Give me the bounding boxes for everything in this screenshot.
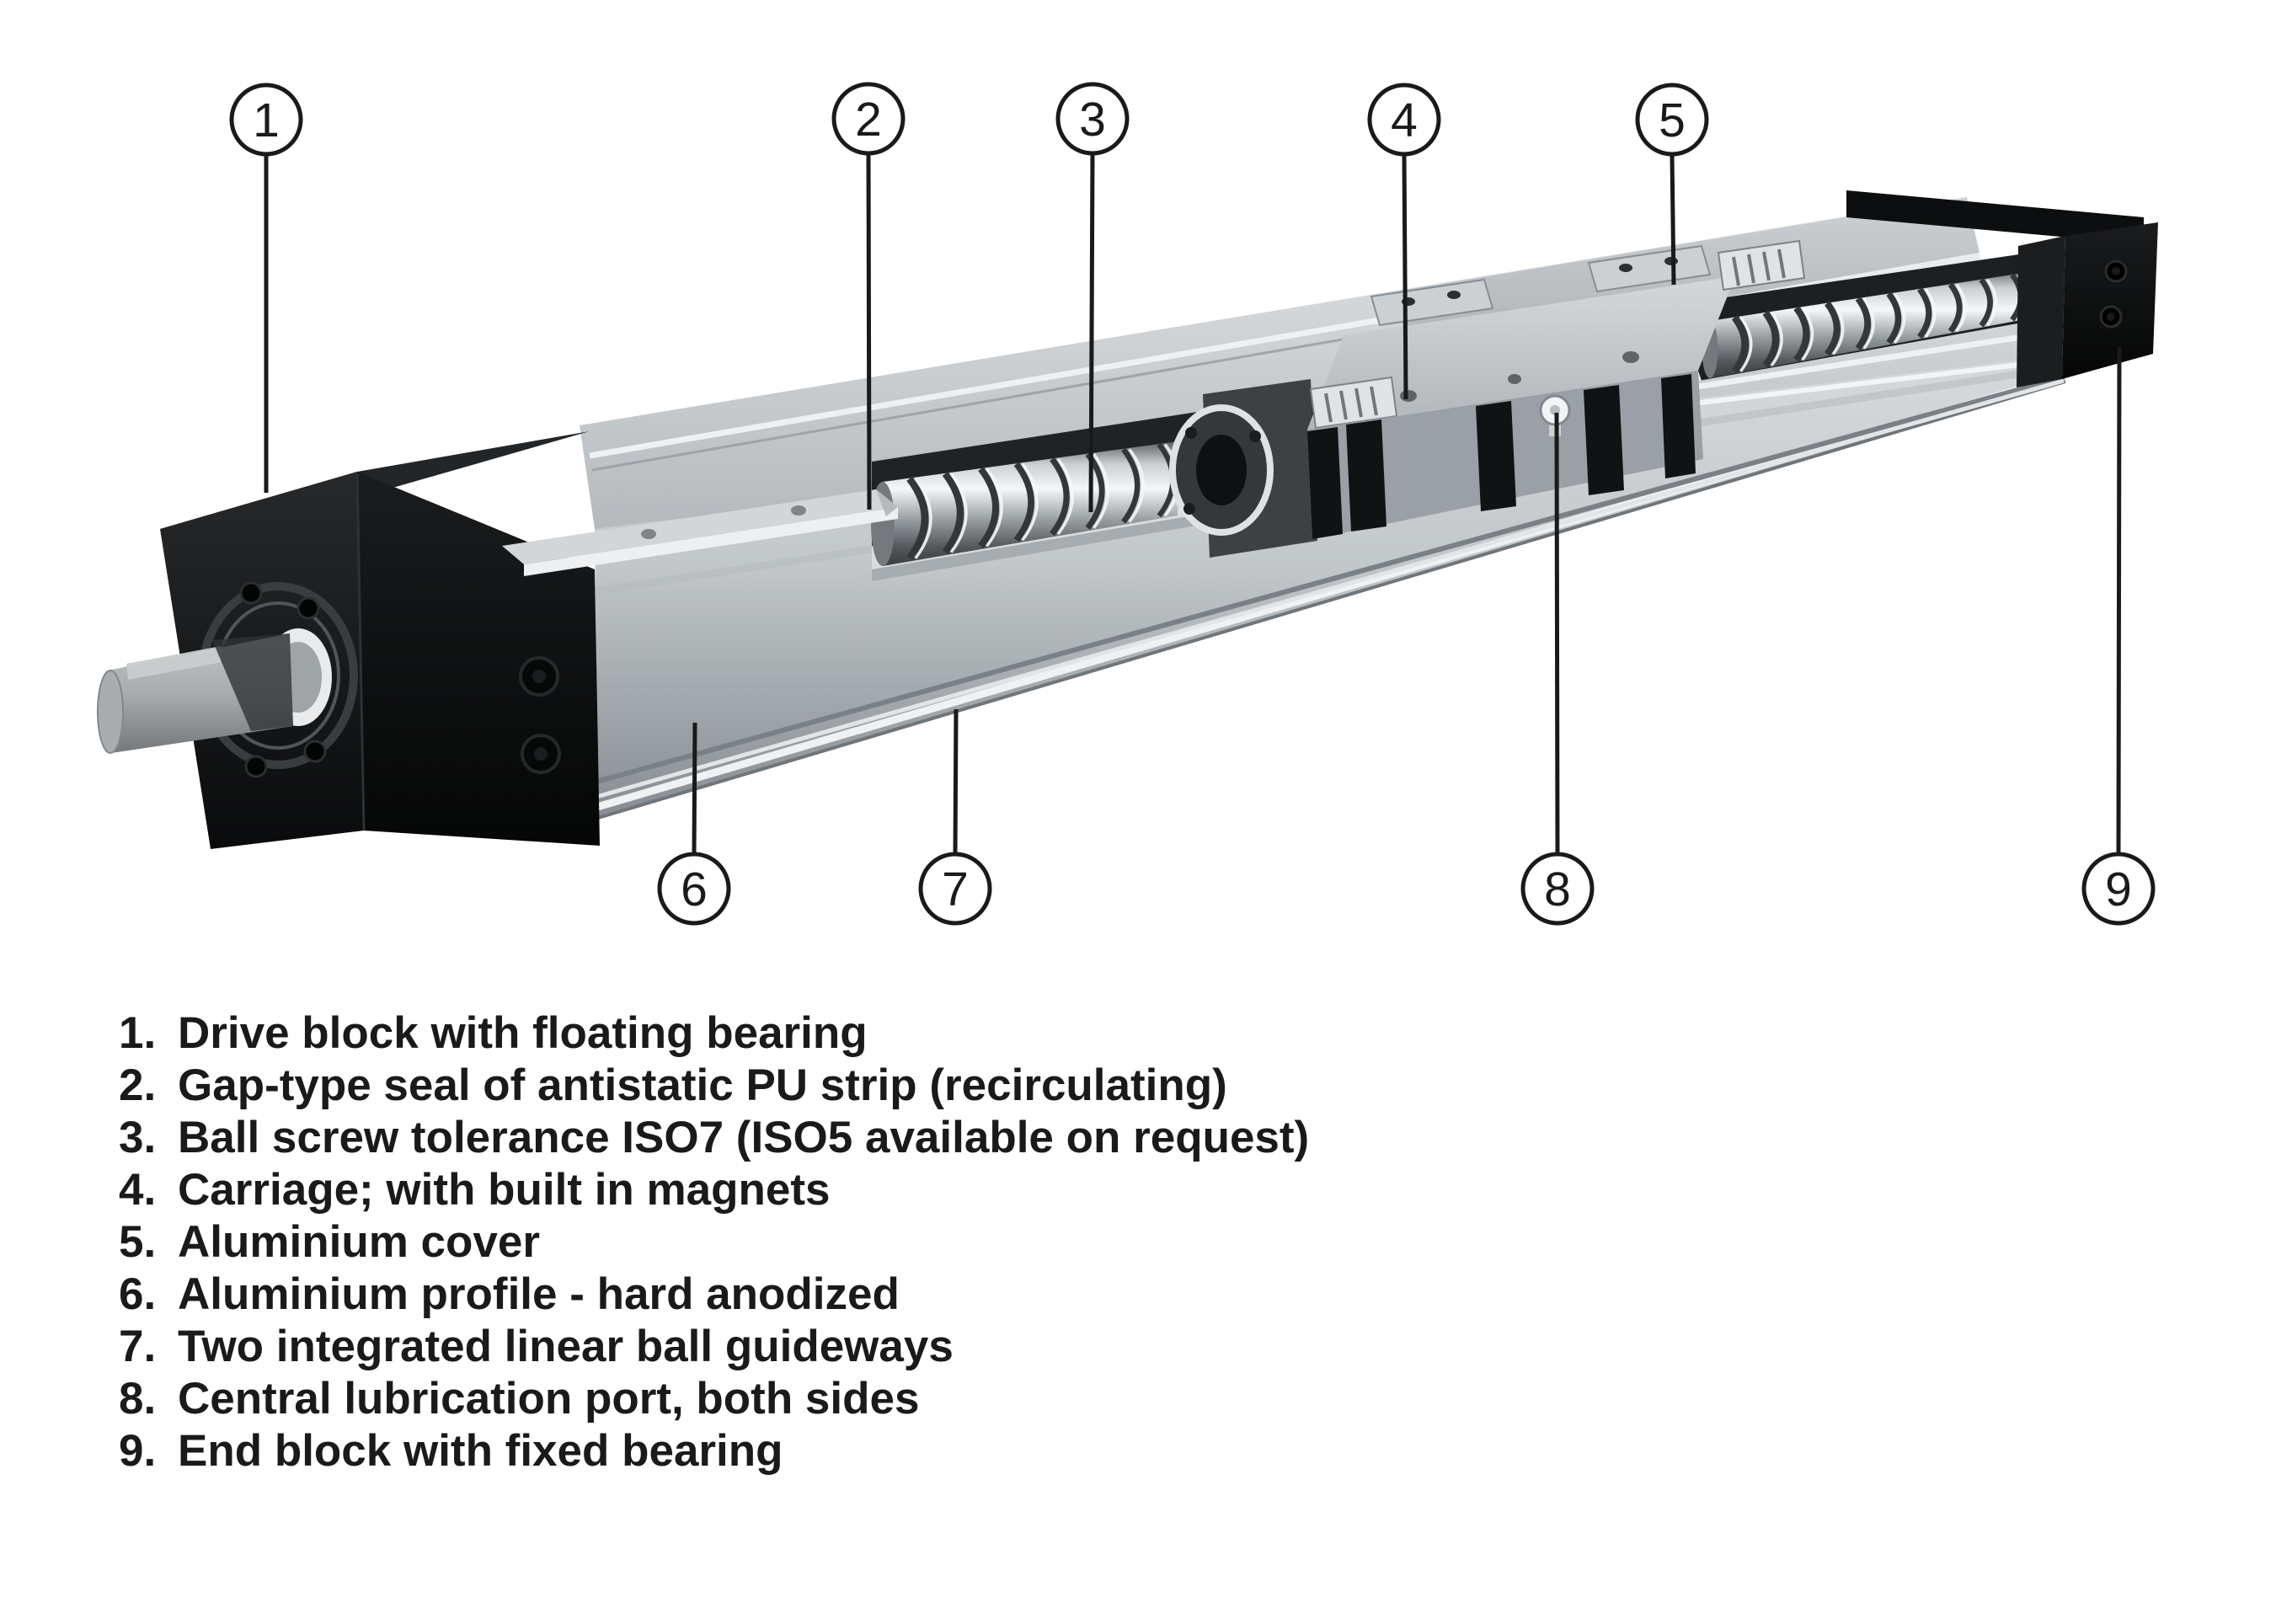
legend-item-7: 7.Two integrated linear ball guideways — [119, 1322, 954, 1371]
callout-circle — [657, 852, 731, 926]
callout-leader-line — [1402, 153, 1408, 400]
callout-number: 4 — [1391, 93, 1418, 147]
carriage-magnet-slots — [1307, 374, 1696, 539]
linear-guideway-lines — [596, 375, 2065, 799]
callout-circle — [2081, 852, 2156, 926]
callout-number: 7 — [942, 863, 969, 916]
legend-item-1: 1.Drive block with floating bearing — [119, 1008, 868, 1058]
callout-9: 9 — [2081, 346, 2156, 926]
ball-nut — [1169, 379, 1317, 558]
callout-number: 1 — [253, 93, 280, 147]
flange-screw-holes — [239, 581, 327, 778]
callout-2: 2 — [831, 82, 906, 510]
callout-leader-line — [1670, 153, 1676, 286]
callout-number: 8 — [1544, 863, 1571, 916]
callout-circle — [229, 83, 303, 157]
callout-number: 3 — [1079, 93, 1106, 147]
legend-item-3: 3.Ball screw tolerance ISO7 (ISO5 availa… — [119, 1113, 1310, 1162]
legend-item-4: 4.Carriage; with built in magnets — [119, 1165, 831, 1215]
callouts-layer: 1 2 3 4 5 6 7 8 9 — [229, 82, 2156, 926]
callout-8: 8 — [1520, 412, 1595, 926]
callout-circle — [1055, 82, 1130, 156]
end-block — [1846, 190, 2158, 387]
callout-4: 4 — [1367, 83, 1441, 400]
gap-seal-cover-plate — [502, 489, 898, 576]
drive-block — [97, 431, 600, 849]
callout-number: 5 — [1659, 93, 1686, 147]
callout-leader-line — [692, 722, 697, 855]
callout-circle — [1520, 852, 1595, 926]
callout-circle — [1635, 83, 1709, 157]
legend-item-2: 2.Gap-type seal of antistatic PU strip (… — [119, 1060, 1227, 1110]
callout-number: 2 — [855, 93, 882, 147]
callout-5: 5 — [1635, 83, 1709, 286]
legend-item-5: 5.Aluminium cover — [119, 1217, 540, 1267]
drive-shaft — [97, 633, 293, 754]
seal-strip-right — [1686, 328, 2061, 392]
carriage — [1307, 239, 1806, 539]
callout-leader-line — [1088, 152, 1095, 513]
legend-item-6: 6.Aluminium profile - hard anodized — [119, 1269, 900, 1319]
callout-3: 3 — [1055, 82, 1130, 513]
callout-leader-line — [2116, 346, 2122, 855]
callout-leader-line — [866, 152, 872, 510]
callout-7: 7 — [918, 708, 992, 926]
callout-1: 1 — [229, 83, 303, 493]
callout-6: 6 — [657, 722, 731, 926]
legend-item-9: 9.End block with fixed bearing — [119, 1426, 783, 1476]
ball-screw-right — [1702, 268, 2060, 378]
callout-circle — [831, 82, 906, 156]
callout-circle — [1367, 83, 1441, 157]
callout-number: 9 — [2105, 863, 2132, 916]
callout-leader-line — [953, 708, 959, 855]
linear-actuator-illustration — [97, 190, 2158, 849]
legend: 1.Drive block with floating bearing 2.Ga… — [119, 1007, 1309, 1477]
carriage-top-plate — [1307, 276, 1735, 430]
legend-item-8: 8.Central lubrication port, both sides — [119, 1374, 920, 1424]
callout-number: 6 — [681, 863, 708, 916]
callout-circle — [918, 852, 992, 926]
